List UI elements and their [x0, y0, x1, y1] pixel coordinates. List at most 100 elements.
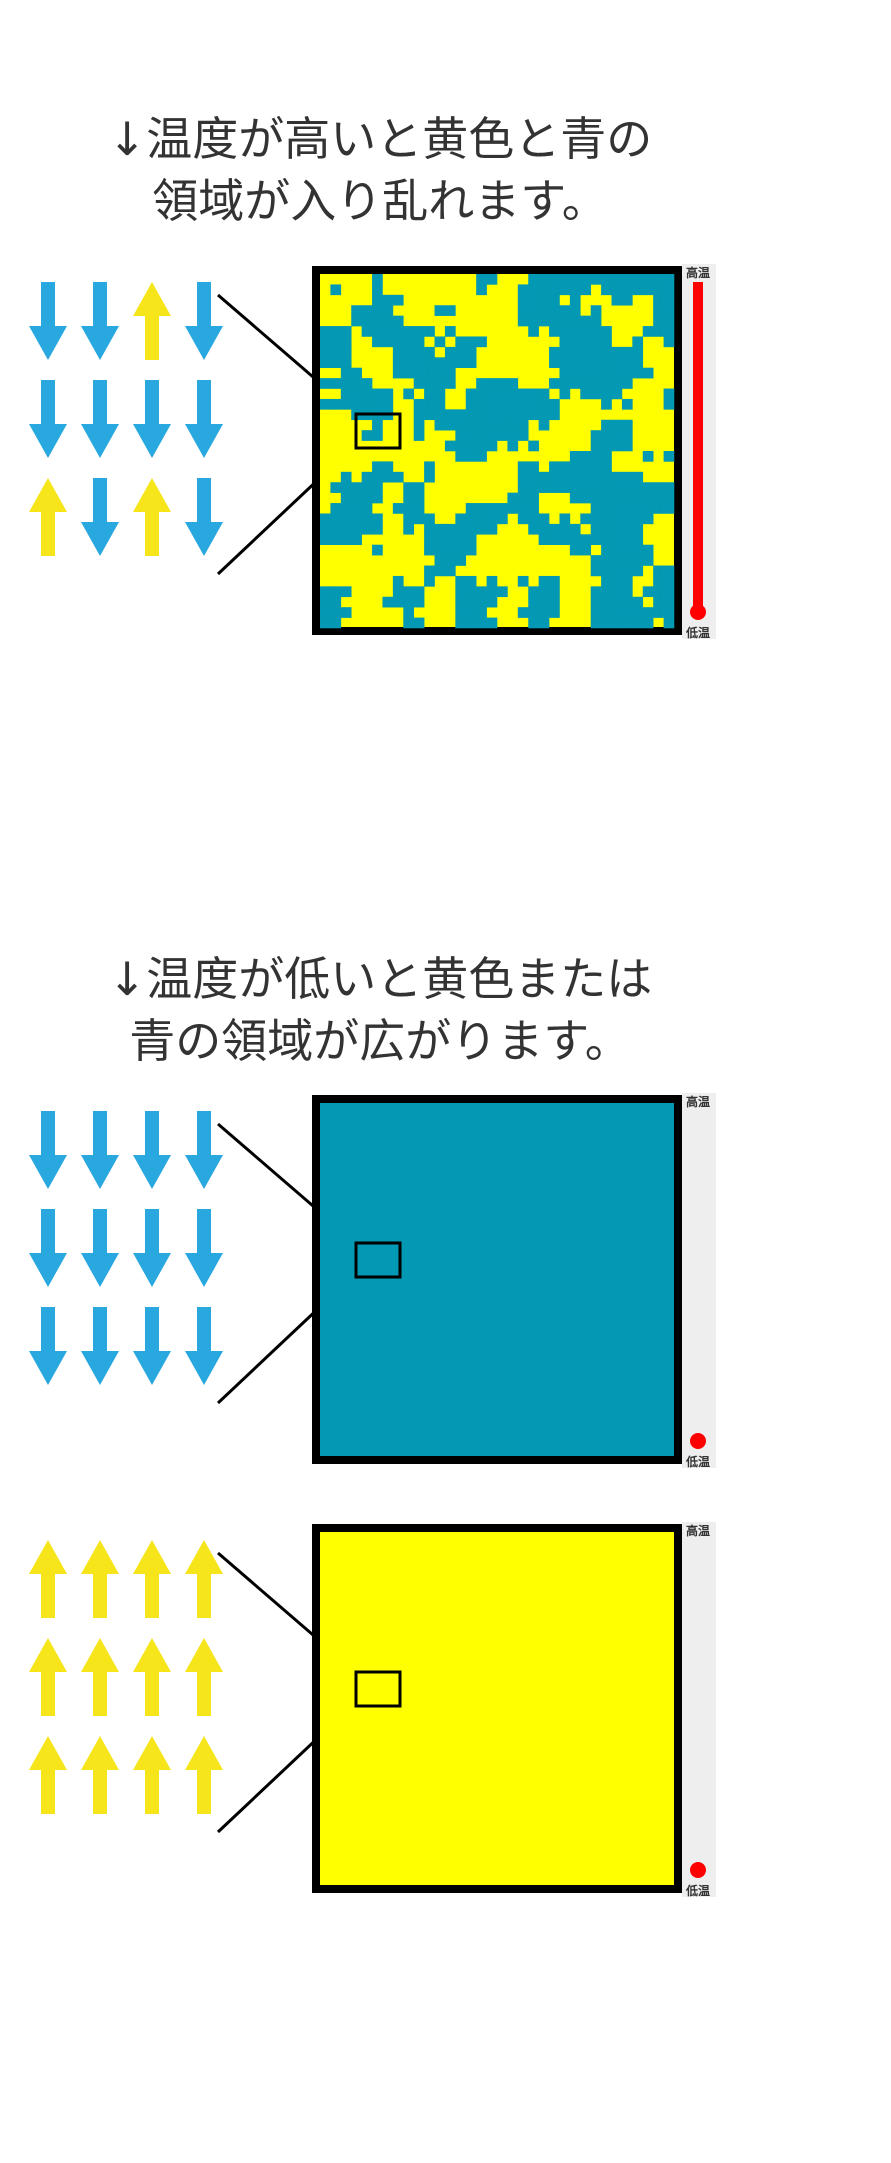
- lattice-cell-blue: [413, 398, 425, 410]
- lattice-cell-blue: [320, 326, 331, 337]
- lattice-cell-blue: [455, 409, 467, 421]
- panel-low-temperature-blue: 高温 低温: [0, 1091, 891, 1471]
- spin-down-arrow-icon: [133, 380, 171, 458]
- lattice-cell-blue: [434, 398, 446, 410]
- lattice-cell-blue: [517, 492, 529, 504]
- lattice-cell-blue: [424, 367, 435, 379]
- lattice-cell-blue: [549, 523, 560, 535]
- spin-down-arrow-icon: [81, 380, 119, 458]
- lattice-cell-blue: [549, 357, 560, 368]
- lattice-cell-blue: [497, 430, 508, 441]
- thermometer-label-low: 低温: [685, 1883, 710, 1898]
- lattice-cell-blue: [559, 388, 571, 400]
- lattice-cell-blue: [559, 336, 571, 348]
- lattice-cell-blue: [538, 513, 550, 525]
- lattice-cell-blue: [621, 274, 633, 285]
- lattice-cell-blue: [455, 523, 467, 535]
- lattice-cell-blue: [413, 503, 425, 514]
- spin-down-arrow-icon: [185, 1111, 223, 1189]
- lattice-cell-blue: [476, 451, 487, 462]
- lattice-cell-blue: [569, 451, 581, 462]
- lattice-cell-blue: [653, 492, 664, 504]
- lattice-cell-blue: [580, 315, 591, 327]
- lattice-cell-blue: [507, 378, 519, 389]
- lattice-cell-blue: [601, 596, 612, 608]
- lattice-cell-blue: [330, 284, 342, 296]
- lattice-cell-blue: [424, 326, 435, 337]
- lattice-cell-blue: [538, 482, 550, 493]
- lattice-cell-blue: [549, 596, 560, 608]
- lattice-cell-blue: [621, 523, 633, 535]
- lattice-cell-blue: [528, 440, 539, 452]
- lattice-cell-blue: [413, 492, 425, 504]
- lattice-cell-blue: [528, 398, 539, 410]
- lattice-cell-blue: [632, 471, 644, 483]
- lattice-cell-blue: [517, 461, 529, 473]
- caption-low-line2: 青の領域が広がります。: [129, 1014, 631, 1068]
- lattice-cell-blue: [569, 357, 581, 368]
- lattice-cell-blue: [653, 482, 664, 493]
- lattice-cell-blue: [601, 586, 612, 598]
- lattice-cell-blue: [538, 398, 550, 410]
- lattice-cell-blue: [538, 409, 550, 421]
- lattice-cell-blue: [444, 346, 456, 358]
- lattice-cell-blue: [382, 305, 394, 316]
- lattice-cell-blue: [507, 398, 519, 410]
- lattice-cell-blue: [590, 388, 602, 400]
- lattice-cell-blue: [330, 513, 342, 525]
- low-temperature-yellow-diagram: 高温 低温: [29, 1522, 716, 1898]
- lattice-cell-blue: [621, 513, 633, 525]
- lattice-cell-blue: [601, 346, 612, 358]
- lattice-cell-blue: [517, 482, 529, 493]
- lattice-cell-blue: [507, 409, 519, 421]
- lattice-cell-blue: [517, 409, 529, 421]
- lattice-cell-blue: [601, 555, 612, 566]
- lattice-cell-blue: [632, 565, 644, 577]
- lattice-cell-blue: [580, 367, 591, 379]
- lattice-cell-blue: [465, 503, 477, 514]
- lattice-cell-blue: [559, 274, 571, 285]
- lattice-cell-blue: [476, 378, 487, 389]
- lattice-cell-blue: [663, 315, 675, 327]
- lattice-cell-blue: [372, 398, 383, 410]
- spin-up-arrow-icon: [81, 1540, 119, 1618]
- lattice-cell-blue: [320, 513, 331, 525]
- lattice-cell-blue: [621, 586, 633, 598]
- lattice-cell-blue: [424, 513, 435, 525]
- lattice-cell-blue: [392, 503, 404, 514]
- lattice-field: [320, 1532, 674, 1885]
- lattice-cell-blue: [455, 346, 467, 358]
- lattice-cell-blue: [642, 555, 654, 566]
- lattice-cell-blue: [403, 492, 414, 504]
- lattice-cell-blue: [642, 503, 654, 514]
- lattice-cell-blue: [632, 596, 644, 608]
- lattice-cell-blue: [528, 503, 539, 514]
- lattice-cell-blue: [444, 326, 456, 337]
- spin-up-arrow-icon: [29, 1638, 67, 1716]
- lattice-cell-blue: [601, 430, 612, 441]
- lattice-cell-blue: [528, 315, 539, 327]
- lattice-cell-blue: [590, 461, 602, 473]
- lattice-cell-blue: [559, 523, 571, 535]
- lattice-cell-blue: [653, 596, 664, 608]
- lattice-cell-blue: [403, 367, 414, 379]
- thermometer-background: [682, 1093, 716, 1468]
- spin-down-arrow-icon: [81, 478, 119, 556]
- lattice-cell-blue: [559, 346, 571, 358]
- lattice-cell-blue: [434, 555, 446, 566]
- lattice-cell-blue: [538, 575, 550, 587]
- lattice-cell-blue: [611, 596, 623, 608]
- lattice-cell-blue: [424, 471, 435, 483]
- lattice-cell-blue: [621, 419, 633, 431]
- lattice-cell-blue: [653, 274, 664, 285]
- lattice-cell-blue: [434, 388, 446, 400]
- lattice-cell-blue: [497, 409, 508, 421]
- lattice-cell-blue: [601, 388, 612, 400]
- lattice-cell-blue: [403, 482, 414, 493]
- lattice-cell-blue: [413, 617, 425, 629]
- lattice-cell-blue: [601, 544, 612, 556]
- lattice-cell-blue: [444, 367, 456, 379]
- spin-up-arrow-icon: [185, 1540, 223, 1618]
- lattice-cell-blue: [476, 440, 487, 452]
- lattice-cell-blue: [528, 586, 539, 598]
